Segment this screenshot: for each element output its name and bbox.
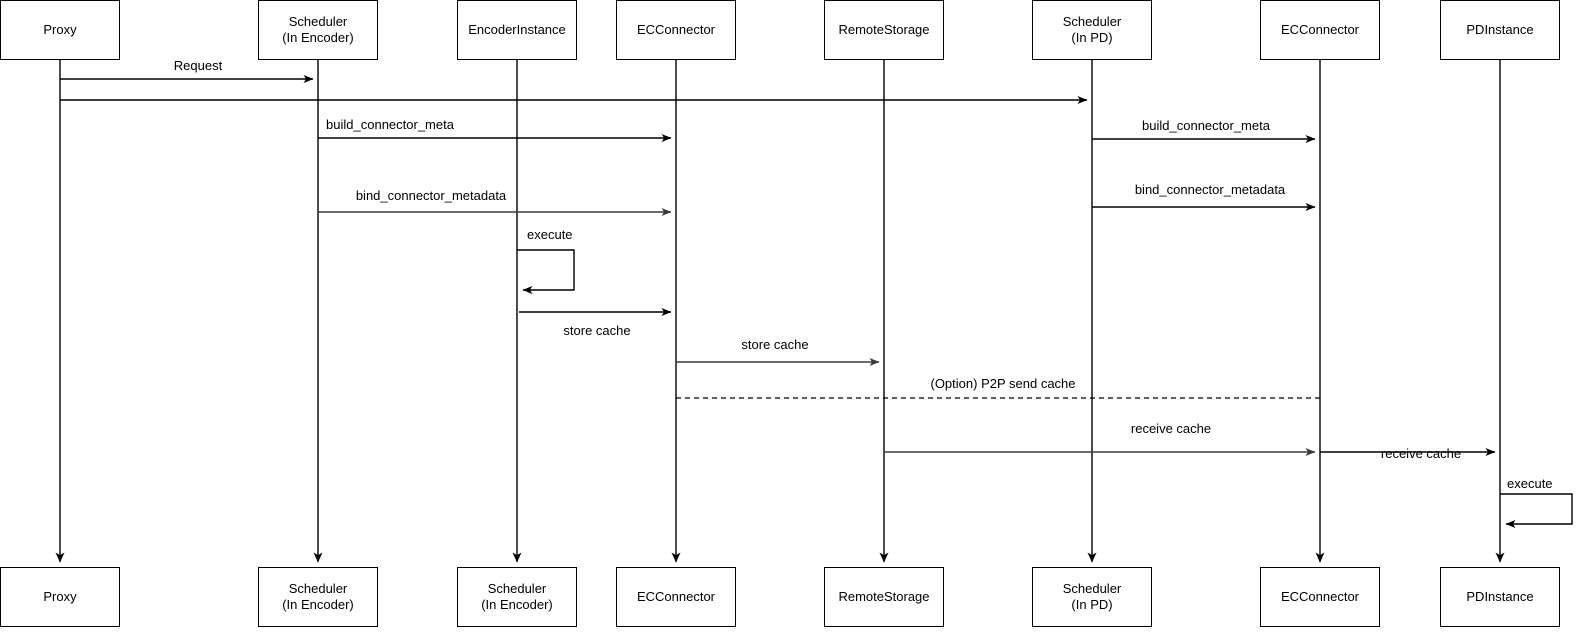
participant-top-ecconnector-pd[interactable]: ECConnector xyxy=(1260,0,1380,60)
message-label-request: Request xyxy=(173,58,223,73)
participant-bottom-scheduler-in-pd[interactable]: Scheduler (In PD) xyxy=(1032,567,1152,627)
participant-top-ecconnector-pd-label: ECConnector xyxy=(1280,22,1360,37)
participant-bottom-encoderinstance[interactable]: Scheduler (In Encoder) xyxy=(457,567,577,627)
message-label-bind-connector-metadata-2: bind_connector_metadata xyxy=(1134,182,1286,197)
participant-bottom-scheduler-in-pd-label: Scheduler (In PD) xyxy=(1062,581,1122,612)
message-label-p2p-send-cache: (Option) P2P send cache xyxy=(930,376,1076,391)
message-selfloop-execute-encoder xyxy=(517,249,575,294)
participant-bottom-ecconnector-pd[interactable]: ECConnector xyxy=(1260,567,1380,627)
participant-bottom-proxy[interactable]: Proxy xyxy=(0,567,120,627)
participant-top-encoderinstance[interactable]: EncoderInstance xyxy=(457,0,577,60)
participant-bottom-pdinstance-label: PDInstance xyxy=(1466,589,1534,604)
participant-bottom-pdinstance[interactable]: PDInstance xyxy=(1440,567,1560,627)
participant-top-ecconnector-encoder[interactable]: ECConnector xyxy=(616,0,736,60)
participant-top-encoderinstance-label: EncoderInstance xyxy=(468,22,566,37)
participant-top-scheduler-in-pd[interactable]: Scheduler (In PD) xyxy=(1032,0,1152,60)
participant-bottom-scheduler-in-encoder-label: Scheduler (In Encoder) xyxy=(282,581,354,612)
message-label-store-cache-2: store cache xyxy=(741,337,809,352)
participant-top-scheduler-in-pd-label: Scheduler (In PD) xyxy=(1062,14,1122,45)
message-label-build-connector-meta-2: build_connector_meta xyxy=(1142,118,1270,133)
participant-bottom-ecconnector-encoder[interactable]: ECConnector xyxy=(616,567,736,627)
participant-top-remotestorage-label: RemoteStorage xyxy=(838,22,930,37)
participant-top-proxy-label: Proxy xyxy=(43,22,77,37)
message-label-receive-cache-1: receive cache xyxy=(1130,421,1212,436)
participant-top-pdinstance[interactable]: PDInstance xyxy=(1440,0,1560,60)
message-label-store-cache-1: store cache xyxy=(563,323,631,338)
participant-top-proxy[interactable]: Proxy xyxy=(0,0,120,60)
participant-top-scheduler-in-encoder[interactable]: Scheduler (In Encoder) xyxy=(258,0,378,60)
message-selfloop-execute-pd xyxy=(1500,493,1573,528)
participant-top-pdinstance-label: PDInstance xyxy=(1466,22,1534,37)
participant-bottom-encoderinstance-label: Scheduler (In Encoder) xyxy=(481,581,553,612)
message-label-build-connector-meta-1: build_connector_meta xyxy=(326,117,454,132)
participant-bottom-remotestorage[interactable]: RemoteStorage xyxy=(824,567,944,627)
participant-top-scheduler-in-encoder-label: Scheduler (In Encoder) xyxy=(282,14,354,45)
message-label-execute-encoder: execute xyxy=(527,227,573,242)
participant-bottom-ecconnector-pd-label: ECConnector xyxy=(1280,589,1360,604)
participant-bottom-scheduler-in-encoder[interactable]: Scheduler (In Encoder) xyxy=(258,567,378,627)
message-label-receive-cache-2: receive cache xyxy=(1380,446,1462,461)
messages xyxy=(60,75,1573,528)
participant-bottom-remotestorage-label: RemoteStorage xyxy=(838,589,930,604)
lifelines xyxy=(55,60,1505,563)
participant-top-ecconnector-encoder-label: ECConnector xyxy=(636,22,716,37)
participant-top-remotestorage[interactable]: RemoteStorage xyxy=(824,0,944,60)
participant-bottom-proxy-label: Proxy xyxy=(43,589,77,604)
message-label-execute-pd: execute xyxy=(1507,476,1553,491)
participant-bottom-ecconnector-encoder-label: ECConnector xyxy=(636,589,716,604)
message-label-bind-connector-metadata-1: bind_connector_metadata xyxy=(355,188,507,203)
